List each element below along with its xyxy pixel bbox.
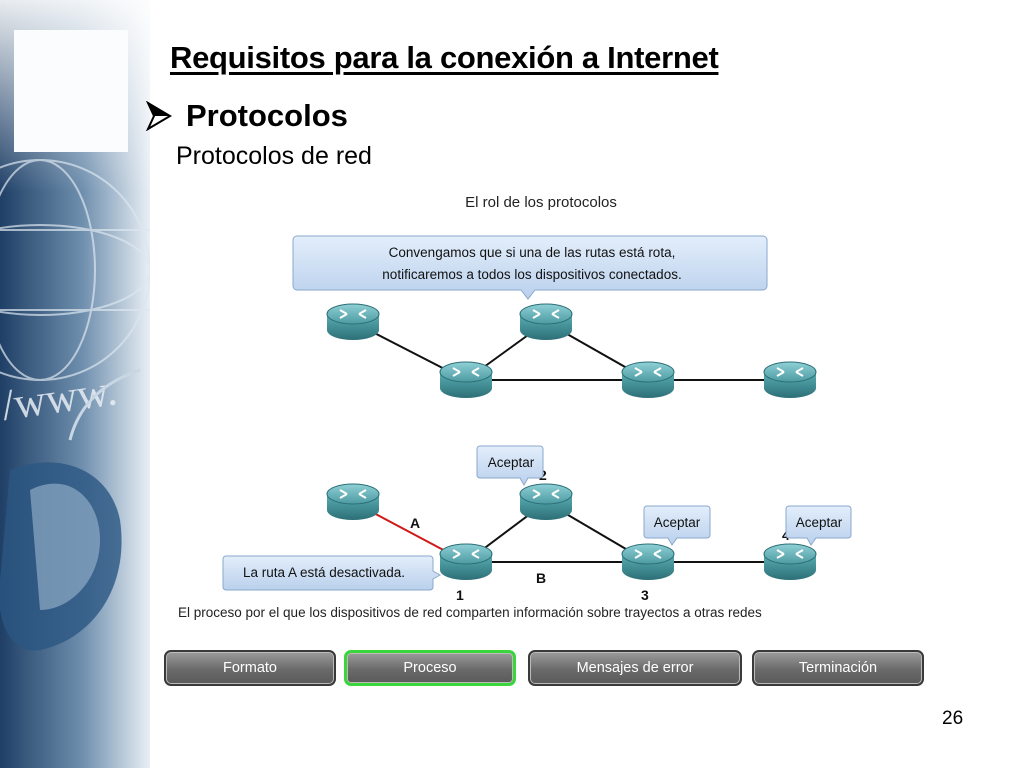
link-label-b: B xyxy=(536,570,546,586)
tab-terminacion[interactable]: Terminación xyxy=(752,650,924,686)
accept-label: Aceptar xyxy=(796,515,843,530)
router-icon xyxy=(519,303,573,341)
router-icon xyxy=(621,361,675,399)
top-callout: Convengamos que si una de las rutas está… xyxy=(292,235,768,300)
router-icon xyxy=(326,303,380,341)
tab-proceso[interactable]: Proceso xyxy=(344,650,516,686)
router-icon xyxy=(326,483,380,521)
accept-label: Aceptar xyxy=(654,515,701,530)
subtitle: Protocolos de red xyxy=(176,142,372,170)
step-number-3: 3 xyxy=(641,587,649,603)
link-label-a: A xyxy=(410,515,420,531)
arrow-bullet-icon xyxy=(146,101,172,131)
router-icon xyxy=(763,543,817,581)
white-placeholder-box xyxy=(14,30,128,152)
bullet-label: Protocolos xyxy=(186,98,348,133)
tab-formato[interactable]: Formato xyxy=(164,650,336,686)
route-down-label: La ruta A está desactivada. xyxy=(243,565,405,580)
page-number: 26 xyxy=(942,708,964,729)
step-number-1: 1 xyxy=(456,587,464,603)
route-down-callout: La ruta A está desactivada. xyxy=(222,555,442,591)
bottom-network-diagram: A B 1 2 3 4 Aceptar Aceptar Aceptar La r… xyxy=(222,445,852,603)
router-icon xyxy=(439,543,493,581)
router-icon xyxy=(519,483,573,521)
figure-heading: El rol de los protocolos xyxy=(465,194,617,211)
accept-callout-3: Aceptar xyxy=(643,505,711,546)
accept-callout-4: Aceptar xyxy=(785,505,852,546)
router-icon xyxy=(621,543,675,581)
slide-title: Requisitos para la conexión a Internet xyxy=(170,40,719,75)
tab-mensajes-de-error[interactable]: Mensajes de error xyxy=(528,650,742,686)
router-icon xyxy=(763,361,817,399)
callout-line-1: Convengamos que si una de las rutas está… xyxy=(389,245,676,260)
top-network-diagram: Convengamos que si una de las rutas está… xyxy=(292,235,817,399)
accept-label: Aceptar xyxy=(488,455,535,470)
figure-caption: El proceso por el que los dispositivos d… xyxy=(178,605,762,620)
accept-callout-2: Aceptar xyxy=(476,445,544,487)
decorative-side-panel: /www. xyxy=(0,0,151,768)
callout-line-2: notificaremos a todos los dispositivos c… xyxy=(382,267,681,282)
router-icon xyxy=(439,361,493,399)
bullet-item: Protocolos xyxy=(146,98,348,134)
